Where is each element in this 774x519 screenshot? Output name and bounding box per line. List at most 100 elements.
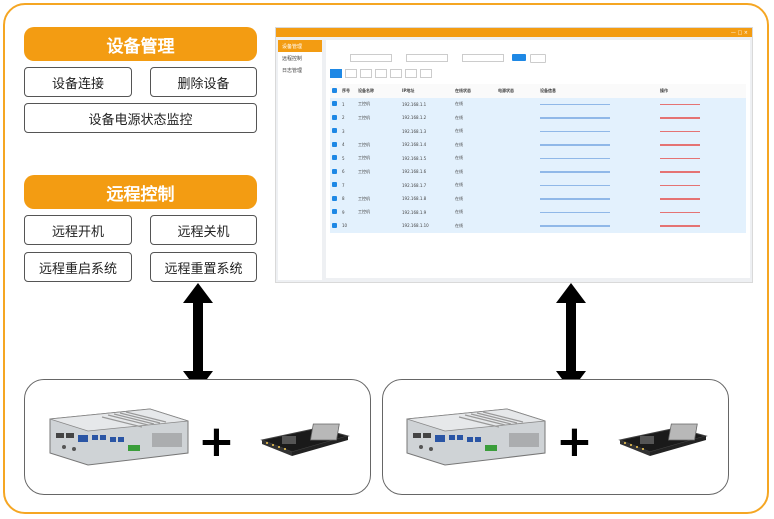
row-checkbox [332, 182, 337, 188]
table-cell: 192.168.1.8 [402, 196, 427, 202]
control-board-icon [618, 423, 708, 456]
screenshot-toolbar [330, 69, 432, 78]
device-info-placeholder [540, 103, 610, 105]
table-cell: 1 [342, 101, 345, 107]
row-checkbox [332, 209, 337, 215]
table-cell: 192.168.1.3 [402, 128, 427, 134]
table-cell: 192.168.1.4 [402, 142, 427, 148]
tb-button [345, 69, 357, 78]
delete-device-button[interactable]: 删除设备 [150, 67, 257, 97]
table-cell: 在线 [455, 182, 463, 188]
power-monitor-button[interactable]: 设备电源状态监控 [24, 103, 257, 133]
filter-input-1 [350, 54, 392, 62]
table-header-cell: 设备名称 [358, 87, 374, 93]
double-arrow-right [556, 283, 586, 391]
table-cell: 在线 [455, 128, 463, 134]
table-cell: 工控机 [358, 195, 370, 201]
table-header-cell: IP地址 [402, 87, 415, 93]
table-cell: 7 [342, 182, 345, 188]
table-header-cell: 设备信息 [540, 87, 556, 93]
device-info-placeholder [540, 117, 610, 119]
screenshot-sidebar: 设备管理 远程控制 日志管理 [278, 40, 322, 280]
tb-button [420, 69, 432, 78]
remote-restart-button[interactable]: 远程重启系统 [24, 252, 132, 282]
table-header-cell: 操作 [660, 87, 668, 93]
device-info-placeholder [540, 130, 610, 132]
table-row: 8 工控机 192.168.1.8 在线 [330, 192, 746, 206]
row-checkbox [332, 141, 337, 148]
table-cell: 在线 [455, 114, 463, 120]
table-cell: 工控机 [358, 114, 370, 120]
row-checkbox [332, 87, 337, 94]
table-cell: 在线 [455, 168, 463, 174]
table-header-cell: 在线状态 [455, 87, 471, 93]
table-cell: 5 [342, 155, 345, 161]
row-checkbox [332, 114, 337, 121]
tb-button [330, 69, 342, 78]
device-info-placeholder [540, 157, 610, 159]
device-info-placeholder [540, 225, 610, 227]
table-cell: 工控机 [358, 155, 370, 161]
table-cell: 在线 [455, 222, 463, 228]
tb-button [390, 69, 402, 78]
control-board-icon [260, 423, 350, 456]
table-cell: 6 [342, 169, 345, 175]
table-header-cell: 电源状态 [498, 87, 514, 93]
action-links-placeholder [660, 144, 700, 146]
table-row: 6 工控机 192.168.1.6 在线 [330, 165, 746, 179]
action-links-placeholder [660, 157, 700, 159]
connect-device-button[interactable]: 设备连接 [24, 67, 132, 97]
row-checkbox [332, 168, 337, 175]
table-cell: 在线 [455, 141, 463, 147]
row-checkbox [332, 128, 337, 134]
remote-reset-button[interactable]: 远程重置系统 [150, 252, 257, 282]
remote-ctrl-header: 远程控制 [24, 175, 257, 209]
filter-input-3 [462, 54, 504, 62]
action-links-placeholder [660, 184, 700, 186]
remote-shutdown-button[interactable]: 远程关机 [150, 215, 257, 245]
table-row: 2 工控机 192.168.1.2 在线 [330, 111, 746, 125]
table-cell: 工控机 [358, 168, 370, 174]
table-cell: 在线 [455, 195, 463, 201]
reset-button [530, 54, 546, 63]
row-checkbox [332, 101, 337, 107]
remote-power-on-button[interactable]: 远程开机 [24, 215, 132, 245]
double-arrow-left [183, 283, 213, 391]
table-cell: 在线 [455, 101, 463, 107]
table-row: 3 192.168.1.3 在线 [330, 124, 746, 138]
table-cell: 在线 [455, 209, 463, 215]
sidebar-item-device: 设备管理 [278, 40, 322, 52]
device-info-placeholder [540, 211, 610, 213]
table-cell: 工控机 [358, 209, 370, 215]
table-cell: 在线 [455, 155, 463, 161]
table-cell: 3 [342, 128, 345, 134]
plus-sign-2: + [556, 416, 593, 467]
table-cell: 2 [342, 115, 345, 121]
row-checkbox [332, 155, 337, 161]
table-cell: 4 [342, 142, 345, 148]
row-checkbox [332, 222, 337, 229]
action-links-placeholder [660, 130, 700, 132]
industrial-pc-icon [406, 408, 546, 466]
sidebar-item-log: 日志管理 [282, 67, 303, 74]
table-header-cell: 序号 [342, 87, 350, 93]
action-links-placeholder [660, 198, 700, 200]
tb-button [405, 69, 417, 78]
table-cell: 192.168.1.2 [402, 115, 427, 121]
tb-button [375, 69, 387, 78]
outer-frame [3, 3, 769, 514]
row-checkbox [332, 195, 337, 202]
table-cell: 192.168.1.6 [402, 169, 427, 175]
action-links-placeholder [660, 171, 700, 173]
table-cell: 8 [342, 196, 345, 202]
device-info-placeholder [540, 198, 610, 200]
tb-button [360, 69, 372, 78]
